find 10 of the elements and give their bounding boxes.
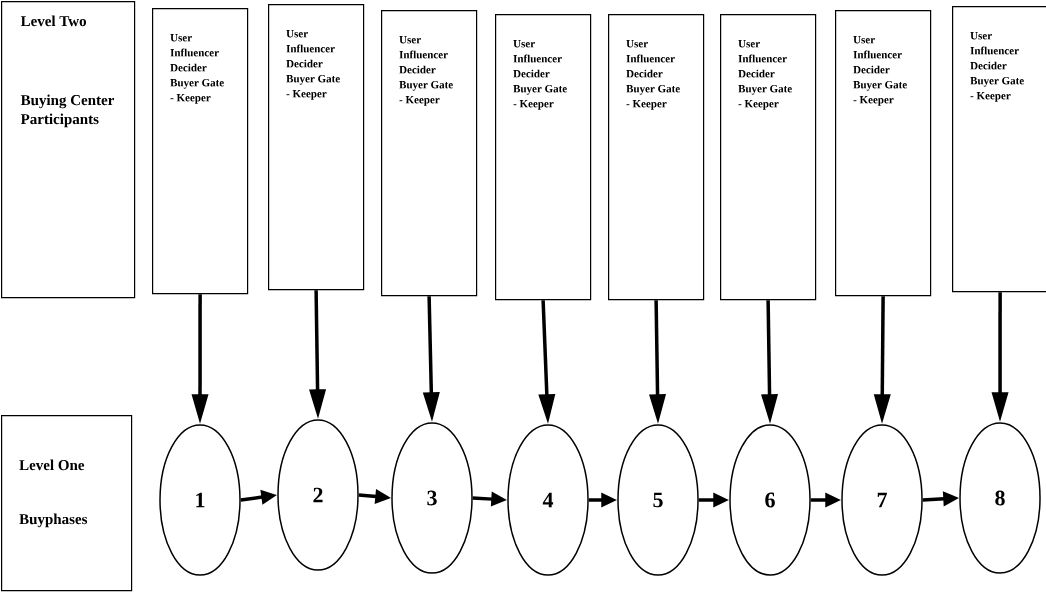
participants-box: User Influencer Decider Buyer Gate - Keeper [952, 6, 1046, 293]
participants-box: User Influencer Decider Buyer Gate - Keeper [608, 14, 705, 301]
label-box: Level Two Buying Center Participants [1, 1, 136, 299]
label-box: Level One Buyphases [1, 415, 133, 592]
participants-box: User Influencer Decider Buyer Gate - Keeper [381, 10, 478, 297]
participants-box: User Influencer Decider Buyer Gate - Keeper [268, 4, 365, 291]
participants-box: User Influencer Decider Buyer Gate - Keeper [152, 8, 249, 295]
participants-box: User Influencer Decider Buyer Gate - Keeper [835, 10, 932, 297]
participants-box: User Influencer Decider Buyer Gate - Keeper [720, 14, 817, 301]
participants-box: User Influencer Decider Buyer Gate - Keeper [495, 14, 592, 301]
